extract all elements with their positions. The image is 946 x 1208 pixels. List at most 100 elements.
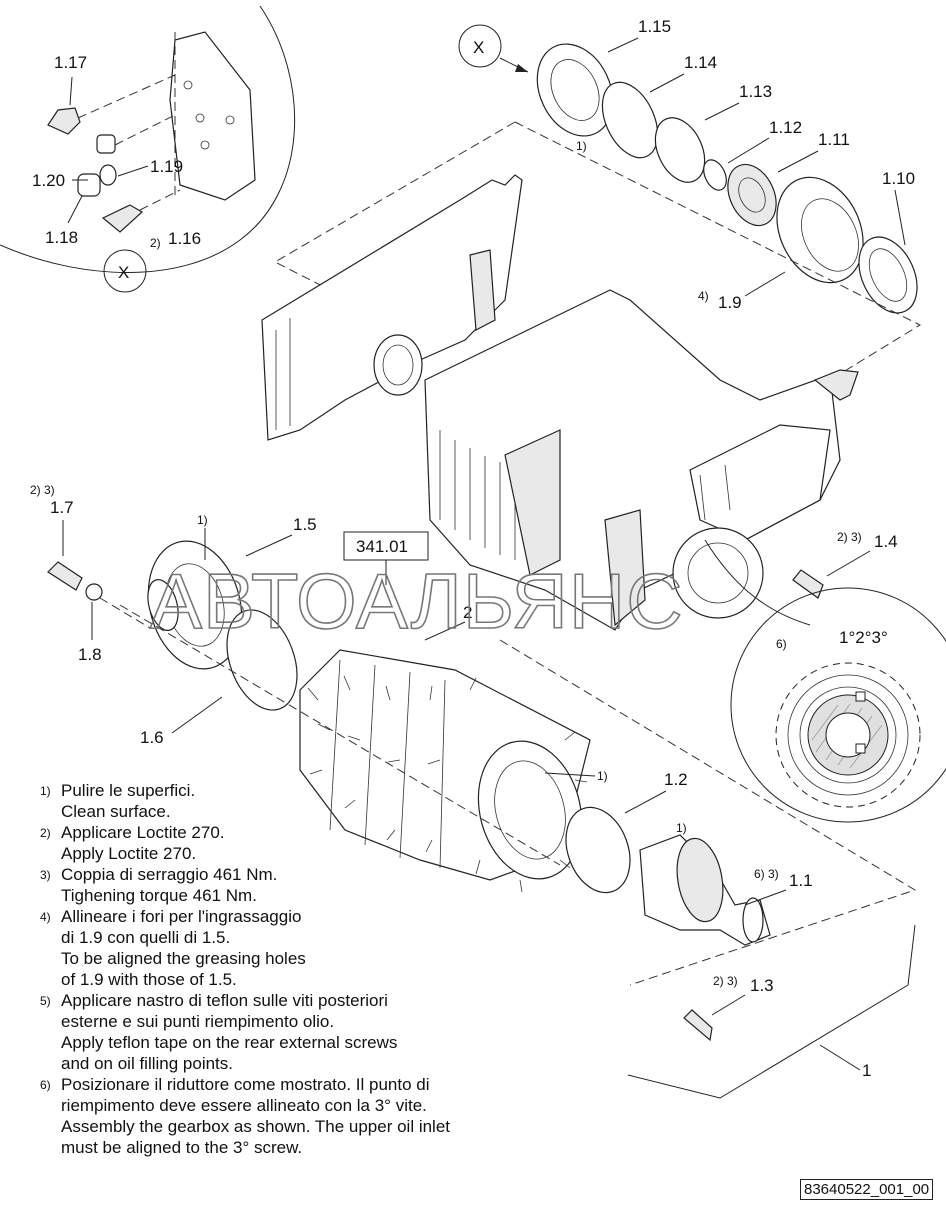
detail-circle — [730, 587, 946, 823]
grease-nipple-1-17 — [47, 107, 81, 135]
drawing-code: 83640522_001_00 — [800, 1179, 934, 1200]
washer-1-8 — [85, 583, 103, 601]
note-ref-detail: 6) — [776, 637, 787, 651]
note-number: 4) — [40, 910, 51, 924]
note-line: and on oil filling points. — [61, 1054, 234, 1073]
oring-1-14 — [601, 81, 659, 159]
note-number: 6) — [40, 1078, 51, 1092]
callout-1-20: 1.20 — [32, 171, 65, 190]
bolt-1-3 — [683, 1009, 713, 1042]
screw-1-16 — [101, 204, 144, 233]
left-side-plate — [261, 174, 523, 441]
note-ref-1-1-a: 1) — [676, 821, 687, 835]
side-plate-outline — [261, 174, 523, 441]
note-line: Allineare i fori per l'ingrassaggio — [61, 907, 302, 926]
callout-1-6: 1.6 — [140, 728, 164, 747]
note-line: of 1.9 with those of 1.5. — [61, 970, 237, 989]
callout-1-17: 1.17 — [54, 53, 87, 72]
callout-1-15: 1.15 — [638, 17, 671, 36]
note-ref-1-7: 2) 3) — [30, 483, 55, 497]
gearbox-orientation-detail: 6) 1°2°3° — [704, 539, 946, 823]
callout-1-16: 1.16 — [168, 229, 201, 248]
bolt-1-7 — [47, 561, 83, 591]
watermark: АВТОАЛЬЯНС — [150, 557, 684, 645]
oring-1-2 — [565, 806, 631, 894]
callout-1-11: 1.11 — [818, 130, 850, 149]
note-number: 2) — [40, 826, 51, 840]
gearbox-1-1: 1) 6) 3) 1.1 — [639, 821, 813, 946]
callout-1-8: 1.8 — [78, 645, 102, 664]
callout-1-5: 1.5 — [293, 515, 317, 534]
note-ref-drum: 1) — [597, 769, 608, 783]
bearing-seat — [373, 334, 423, 396]
note-item: 3) Coppia di serraggio 461 Nm. Tighening t… — [40, 864, 510, 906]
housing-1-9 — [776, 176, 864, 284]
circlip-1-12 — [703, 159, 727, 191]
flange-group-1-5: 1) 1.5 1.6 — [140, 513, 317, 747]
assembly-bracket-1: 1 — [627, 924, 916, 1099]
note-line: Posizionare il riduttore come mostrato. … — [61, 1075, 430, 1094]
note-ref-1-16: 2) — [150, 236, 161, 250]
note-line: Applicare Loctite 270. — [61, 823, 225, 842]
note-number: 3) — [40, 868, 51, 882]
view-marker-x-bottom — [103, 249, 147, 293]
callout-1-13: 1.13 — [739, 82, 772, 101]
note-line: Coppia di serraggio 461 Nm. — [61, 865, 278, 884]
callout-1-4: 1.4 — [874, 532, 898, 551]
bolt-1-4 — [792, 569, 824, 599]
assembly-box-label: 341.01 — [356, 537, 408, 556]
assembly-ref: 341.01 — [343, 531, 429, 585]
ring-1-13 — [654, 117, 706, 183]
note-item: 5) Applicare nastro di teflon sulle viti … — [40, 990, 510, 1074]
bearing-1-11 — [727, 163, 777, 227]
note-line: esterne e sui punti riempimento olio. — [61, 1012, 335, 1031]
detail-x-view: X 1.17 1.20 1.19 1.18 2) 1.16 — [0, 5, 296, 293]
plug-1-20 — [96, 134, 116, 154]
note-ref-1-3: 2) 3) — [713, 974, 738, 988]
callout-1-1: 1.1 — [789, 871, 813, 890]
note-line: Apply teflon tape on the rear external s… — [61, 1033, 398, 1052]
bolt-group-1-7: 2) 3) 1.7 1.8 — [30, 483, 151, 664]
detail-degree-labels: 1°2°3° — [839, 628, 888, 647]
bolt-group-1-3: 2) 3) 1.3 — [683, 974, 774, 1042]
flange-1-5 — [147, 540, 243, 670]
note-ref-1-9: 4) — [698, 289, 709, 303]
callout-1-10: 1.10 — [882, 169, 915, 188]
gearbox-flange — [672, 527, 764, 619]
note-item: 1)Pulire le superfici.Clean surface. — [40, 780, 510, 822]
motor-plate — [169, 31, 256, 201]
note-line: Clean surface. — [61, 802, 171, 821]
note-line: To be aligned the greasing holes — [61, 949, 306, 968]
note-item: 6) Posizionare il riduttore come mostrato… — [40, 1074, 510, 1158]
callout-1-3: 1.3 — [750, 976, 774, 995]
milling-drum-2: 2 1) — [299, 603, 608, 893]
note-item: 2)Applicare Loctite 270.Apply Loctite 27… — [40, 822, 510, 864]
callout-1-2: 1.2 — [664, 770, 688, 789]
bearing-stack: 1) 1.15 1.14 1.13 1.12 1.11 1.10 4) 1.9 — [536, 17, 918, 314]
bushing-1-18 — [77, 173, 101, 197]
note-line: Tighening torque 461 Nm. — [61, 886, 257, 905]
assembly-notes: 1)Pulire le superfici.Clean surface. 2) Ap… — [40, 780, 510, 1158]
oring-group-1-2: 1.2 — [565, 770, 688, 894]
callout-2: 2 — [463, 603, 472, 622]
frame-body — [424, 289, 859, 631]
bolt-group-1-4: 2) 3) 1.4 — [792, 530, 898, 599]
note-ref-1-4: 2) 3) — [837, 530, 862, 544]
callout-1: 1 — [862, 1061, 871, 1080]
note-line: Applicare nastro di teflon sulle viti po… — [61, 991, 388, 1010]
note-number: 5) — [40, 994, 51, 1008]
seal-1-10 — [858, 236, 918, 314]
note-line: Assembly the gearbox as shown. The upper… — [61, 1117, 451, 1136]
callout-1-12: 1.12 — [769, 118, 802, 137]
view-marker-x-top-label: X — [473, 38, 484, 57]
view-marker-x-top — [458, 24, 502, 68]
callout-1-9: 1.9 — [718, 293, 742, 312]
cover-1-15 — [536, 43, 614, 137]
note-line: must be aligned to the 3° screw. — [61, 1138, 303, 1157]
callout-1-14: 1.14 — [684, 53, 717, 72]
callout-1-7: 1.7 — [50, 498, 74, 517]
washer-1-19 — [99, 164, 117, 186]
note-number: 1) — [40, 784, 51, 798]
